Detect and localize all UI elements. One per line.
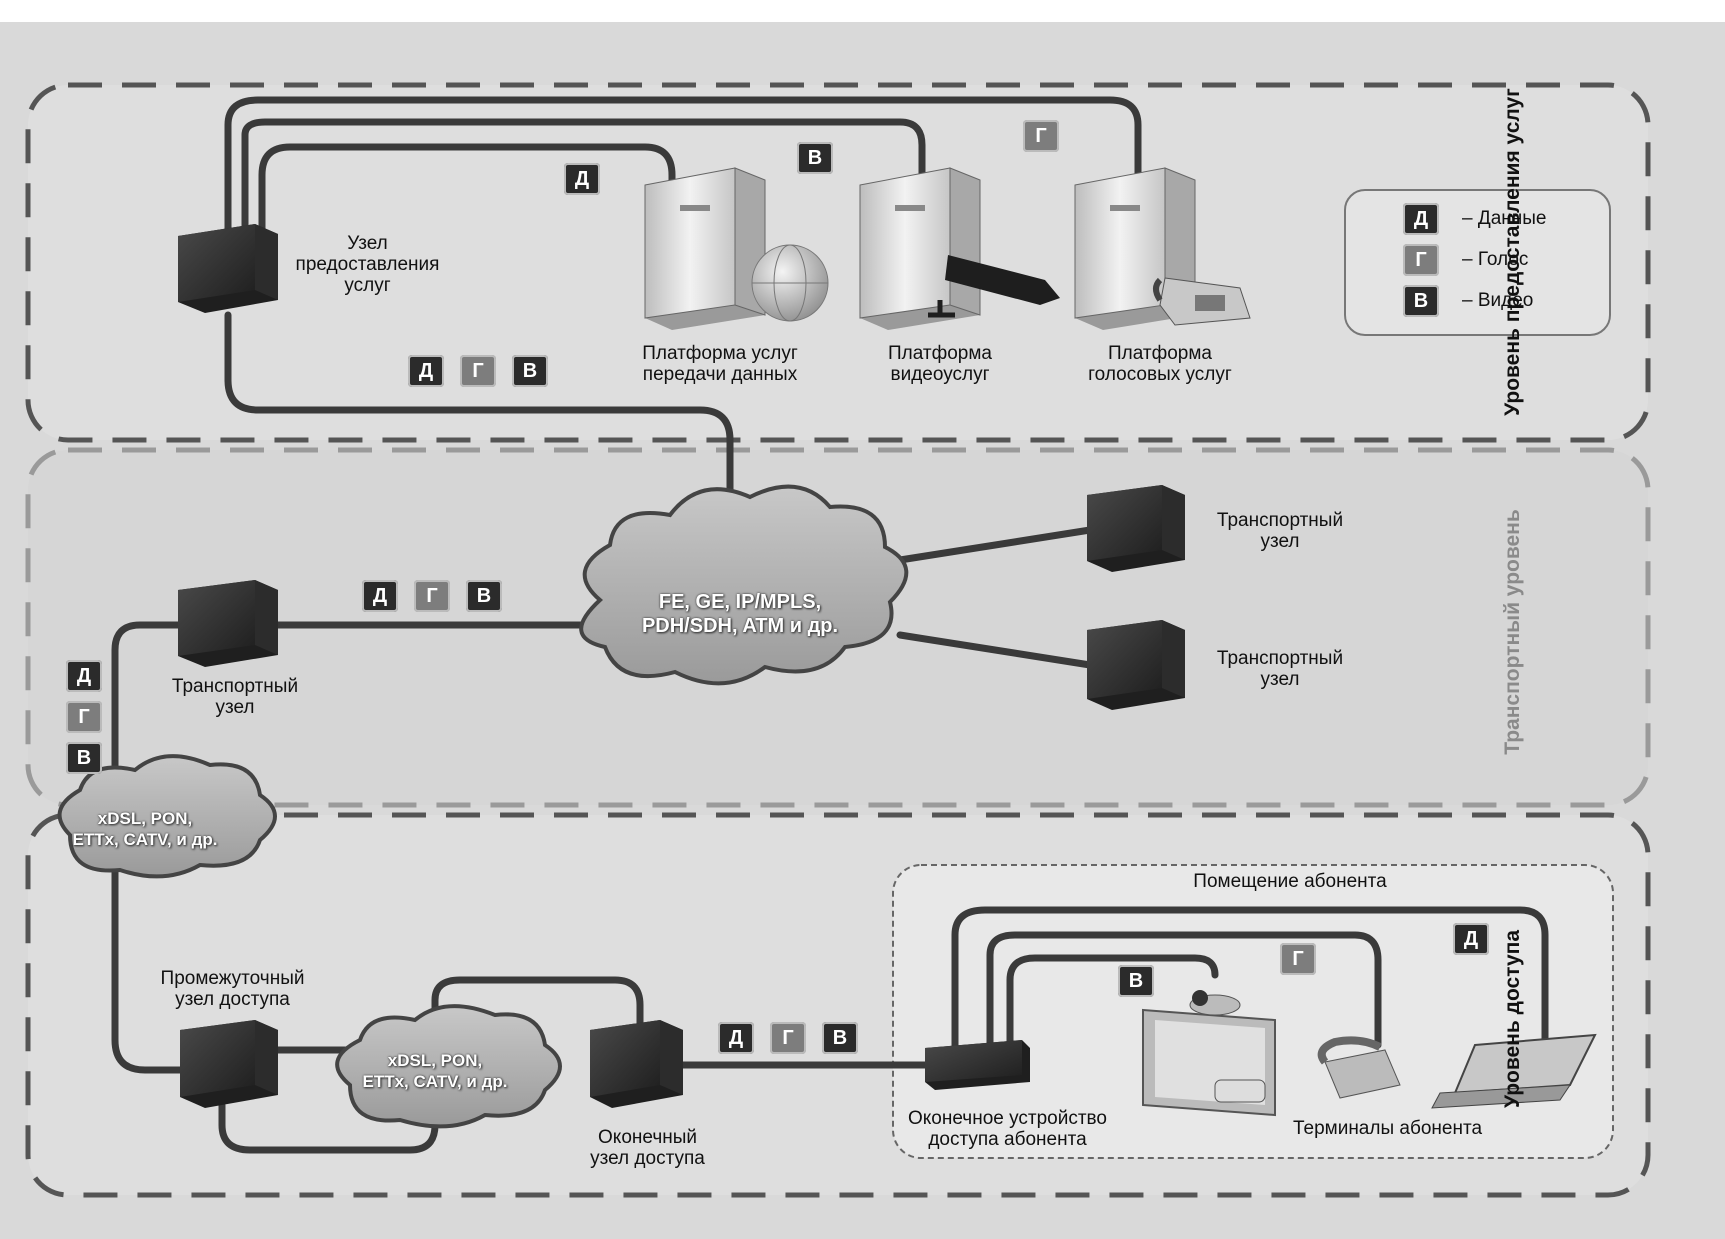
- video-platform-server: [859, 167, 1060, 330]
- voice-tag: Г: [414, 580, 450, 612]
- voice-tag: Г: [770, 1022, 806, 1054]
- data-tag: Д: [408, 355, 444, 387]
- link-intermediate-to-bottom-cloud-bottom: [218, 1096, 439, 1154]
- video-tag: В: [512, 355, 548, 387]
- video-tag: В: [797, 142, 833, 174]
- intermediate-access-box: [180, 1020, 278, 1108]
- core-cloud-label: FE, GE, IP/MPLS,PDH/SDH, ATM и др.: [641, 591, 839, 637]
- legend-data-label: – Данные: [1462, 208, 1547, 229]
- link-device-to-video: [1006, 954, 1219, 1059]
- data-tag: Д: [66, 660, 102, 692]
- voice-platform-server: [1074, 167, 1251, 330]
- access-layer-label: Уровень доступа: [1501, 929, 1524, 1109]
- link-core-to-transport-right-1: [896, 526, 1094, 564]
- video-tag: В: [66, 742, 102, 774]
- services-layer-region: [25, 82, 1651, 443]
- voice-tag: Г: [460, 355, 496, 387]
- subscriber-premises-label: Помещение абонента: [1193, 871, 1387, 892]
- transport-right-1-box: [1087, 485, 1185, 572]
- legend-video-label: – Видео: [1462, 290, 1534, 311]
- link-device-to-phone: [986, 931, 1382, 1059]
- access-bottom-cloud: [335, 1004, 562, 1129]
- access-left-cloud: [57, 754, 277, 879]
- link-access-cloud-to-intermediate: [111, 856, 184, 1074]
- link-bottom-cloud-to-final: [431, 976, 644, 1034]
- data-tag: Д: [564, 163, 600, 195]
- subscriber-device-box: [925, 1040, 1030, 1090]
- data-platform-server: [644, 167, 829, 330]
- transport-layer-label: Транспортный уровень: [1501, 509, 1524, 755]
- link-service-to-video-platform: [241, 118, 926, 239]
- subscriber-terminals-label: Терминалы абонента: [1292, 1118, 1483, 1139]
- data-tag: Д: [362, 580, 398, 612]
- laptop-terminal: [1431, 1033, 1597, 1109]
- legend-voice-tag: Г: [1403, 244, 1439, 276]
- service-node-box: [178, 224, 278, 313]
- legend-voice-label: – Голос: [1462, 249, 1529, 270]
- link-service-to-data-platform: [258, 143, 676, 239]
- tv-terminal: [1142, 990, 1276, 1117]
- link-transport-left-to-access-cloud: [111, 621, 184, 794]
- core-cloud: [579, 484, 909, 686]
- data-tag: Д: [1453, 923, 1489, 955]
- transport-left-box: [178, 580, 278, 667]
- video-tag: В: [822, 1022, 858, 1054]
- legend-data-tag: Д: [1403, 203, 1439, 235]
- link-device-to-laptop: [951, 906, 1549, 1059]
- voice-tag: Г: [66, 701, 102, 733]
- phone-terminal: [1317, 1036, 1401, 1099]
- legend-video-tag: В: [1403, 285, 1439, 317]
- access-left-cloud-label: xDSL, PON,ETTx, CATV, и др.: [72, 809, 218, 849]
- connections: [111, 96, 1549, 1154]
- transport-right-2-box: [1087, 620, 1185, 710]
- top-strip: [0, 0, 1725, 22]
- video-tag: В: [466, 580, 502, 612]
- link-service-to-voice-platform: [224, 96, 1142, 239]
- voice-tag: Г: [1280, 943, 1316, 975]
- link-core-to-transport-right-2: [896, 631, 1094, 669]
- data-tag: Д: [718, 1022, 754, 1054]
- link-service-node-to-core: [224, 311, 734, 549]
- video-tag: В: [1118, 965, 1154, 997]
- services-layer-label: Уровень предоставления услуг: [1501, 88, 1524, 416]
- access-bottom-cloud-label: xDSL, PON,ETTx, CATV, и др.: [362, 1051, 508, 1091]
- voice-tag: Г: [1023, 120, 1059, 152]
- final-access-box: [590, 1020, 683, 1108]
